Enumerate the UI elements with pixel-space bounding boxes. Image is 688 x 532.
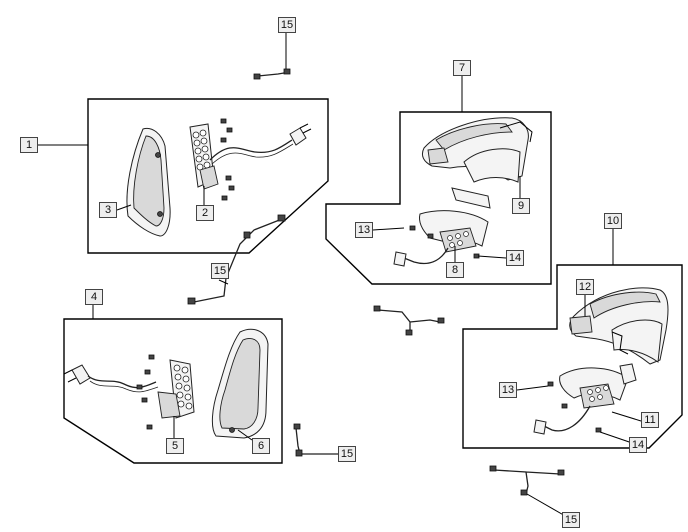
- callout-12: 12: [576, 279, 594, 295]
- panel-1: [37, 98, 329, 254]
- harness-15-middle: [187, 214, 286, 305]
- panel-4: [63, 305, 283, 464]
- callout-2: 2: [196, 205, 214, 221]
- callout-15-middle: 15: [211, 263, 229, 279]
- callout-13-top: 13: [355, 222, 373, 238]
- harness-15-left: [293, 423, 338, 457]
- callout-15-top: 15: [278, 17, 296, 33]
- harness-center: [373, 305, 445, 336]
- callout-7: 7: [453, 60, 471, 76]
- callout-14-top: 14: [506, 250, 524, 266]
- callout-3: 3: [99, 202, 117, 218]
- callout-6: 6: [252, 438, 270, 454]
- callout-13-bottom: 13: [499, 382, 517, 398]
- panel-7: [325, 76, 552, 285]
- callout-15-left: 15: [338, 446, 356, 462]
- callout-4: 4: [85, 289, 103, 305]
- callout-11: 11: [641, 412, 659, 428]
- harness-15-bottom: [489, 465, 568, 518]
- callout-9: 9: [512, 198, 530, 214]
- callout-14-bottom: 14: [629, 437, 647, 453]
- callout-1: 1: [20, 137, 38, 153]
- callout-10: 10: [604, 213, 622, 229]
- callout-15-bottom: 15: [562, 512, 580, 528]
- callout-8: 8: [446, 262, 464, 278]
- harness-15-top: [253, 32, 291, 80]
- callout-5: 5: [166, 438, 184, 454]
